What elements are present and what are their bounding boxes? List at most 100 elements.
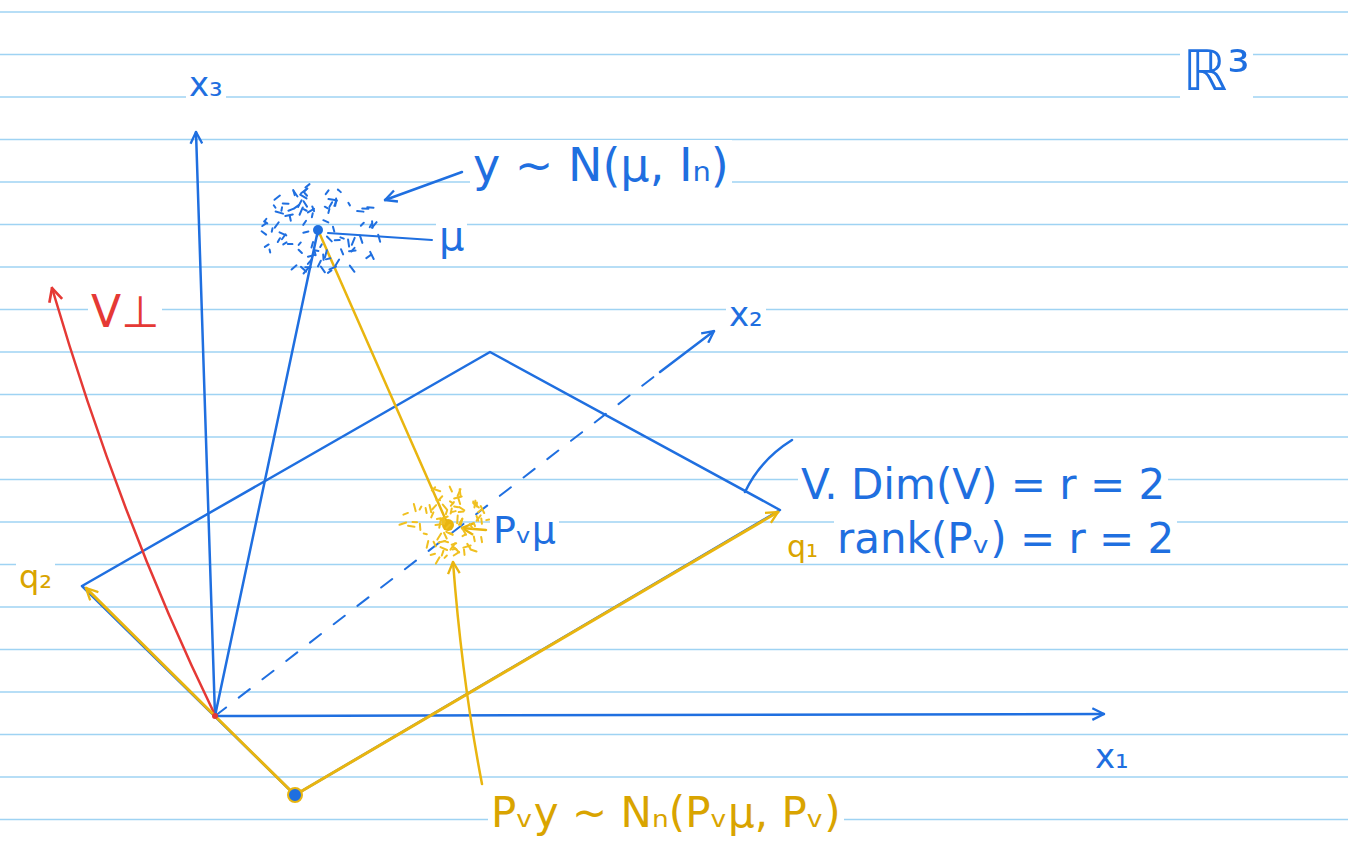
sample-dash <box>462 528 466 535</box>
sample-dash <box>432 505 436 509</box>
sample-dash <box>420 507 422 510</box>
sample-dash <box>378 235 380 242</box>
sample-dash <box>452 548 455 551</box>
sample-dash <box>318 261 321 267</box>
sample-dash <box>290 216 291 221</box>
sample-dash <box>299 250 302 253</box>
sample-dash <box>425 508 428 513</box>
sample-dash <box>352 238 355 245</box>
sample-dash <box>430 505 432 512</box>
sample-dash <box>372 222 377 228</box>
sample-dash <box>305 193 307 196</box>
sample-dash <box>308 260 312 264</box>
subspace-label: V. Dim(V) = r = 2 <box>798 462 1168 508</box>
complement-label: V⊥ <box>88 288 162 336</box>
sample-dash <box>361 223 364 226</box>
sample-dash <box>323 220 328 222</box>
complement-arrow <box>52 288 215 715</box>
sample-dash <box>434 489 440 491</box>
sample-dash <box>335 239 340 241</box>
sample-dash <box>419 524 422 530</box>
sample-dash <box>304 209 307 211</box>
sample-dash <box>285 214 292 216</box>
ruling-line <box>0 649 1348 651</box>
sample-dash <box>459 510 464 513</box>
sample-dash <box>288 209 292 211</box>
sample-dash <box>473 501 476 508</box>
sample-dash <box>440 547 447 550</box>
point-label: Pᵥμ <box>490 510 559 552</box>
sample-dash <box>274 196 279 200</box>
x1-axis <box>215 714 1104 716</box>
sample-dash <box>446 510 447 514</box>
sample-dash <box>438 496 442 501</box>
sample-dash <box>447 525 450 528</box>
sample-dash <box>275 222 279 227</box>
sample-dash <box>437 533 441 539</box>
space-label: ℝ³ <box>1180 40 1253 102</box>
sample-dash <box>338 189 341 192</box>
mean-vector <box>215 230 318 716</box>
sample-dash <box>452 510 456 513</box>
sample-dash <box>333 227 334 232</box>
sample-dash <box>348 203 350 206</box>
ruling-line <box>0 224 1348 226</box>
sample-dash <box>450 543 455 549</box>
sample-dash <box>264 221 267 223</box>
vector-label: q₂ <box>16 560 55 595</box>
sample-dash <box>341 249 343 254</box>
sample-dash <box>459 519 462 525</box>
sample-dash <box>325 250 327 258</box>
sample-dash <box>442 551 444 556</box>
sample-dash <box>367 206 373 208</box>
sample-dash <box>414 504 416 511</box>
sample-dash <box>326 190 329 194</box>
sample-dash <box>451 502 454 506</box>
sample-dash <box>329 202 332 207</box>
sample-dash <box>436 523 442 526</box>
sample-dash <box>274 205 276 207</box>
sample-dash <box>427 541 429 548</box>
sample-dash <box>459 507 464 510</box>
sample-dash <box>304 268 309 274</box>
sample-dash <box>450 487 452 492</box>
sample-dash <box>486 518 489 521</box>
sample-dash <box>262 223 266 226</box>
sample-dash <box>470 524 473 528</box>
sample-dash <box>424 533 427 536</box>
sample-dash <box>315 249 319 252</box>
sample-dash <box>292 265 297 269</box>
sample-dash <box>278 238 280 242</box>
sample-dash <box>280 207 283 210</box>
sample-dash <box>474 523 475 526</box>
sample-dash <box>311 242 313 248</box>
basis-vector-q1 <box>295 512 778 795</box>
ruling-line <box>0 776 1348 778</box>
sample-dash <box>456 516 459 524</box>
sample-dash <box>269 249 272 252</box>
sample-dash <box>282 234 286 239</box>
sample-dash <box>329 267 336 270</box>
sample-dash <box>303 232 308 233</box>
sample-dash <box>403 513 408 515</box>
axis-label: x₃ <box>186 66 226 103</box>
sample-dash <box>328 199 336 200</box>
sample-dash <box>473 537 476 542</box>
sample-dash <box>439 541 445 542</box>
sample-dash <box>322 254 324 259</box>
origin-dot <box>212 713 218 719</box>
sample-dash <box>328 270 332 273</box>
distribution-label: y ~ N(μ, Iₙ) <box>470 140 732 191</box>
sample-dash <box>440 517 448 520</box>
projected-mean-point <box>442 519 454 531</box>
sample-dash <box>444 533 447 539</box>
ruling-line <box>0 436 1348 438</box>
sample-dash <box>443 505 447 510</box>
sample-dash <box>304 201 307 206</box>
sample-dash <box>315 251 316 255</box>
sample-dash <box>348 240 349 247</box>
sample-dash <box>370 224 372 227</box>
sample-dash <box>350 266 355 272</box>
sample-dash <box>294 191 298 197</box>
